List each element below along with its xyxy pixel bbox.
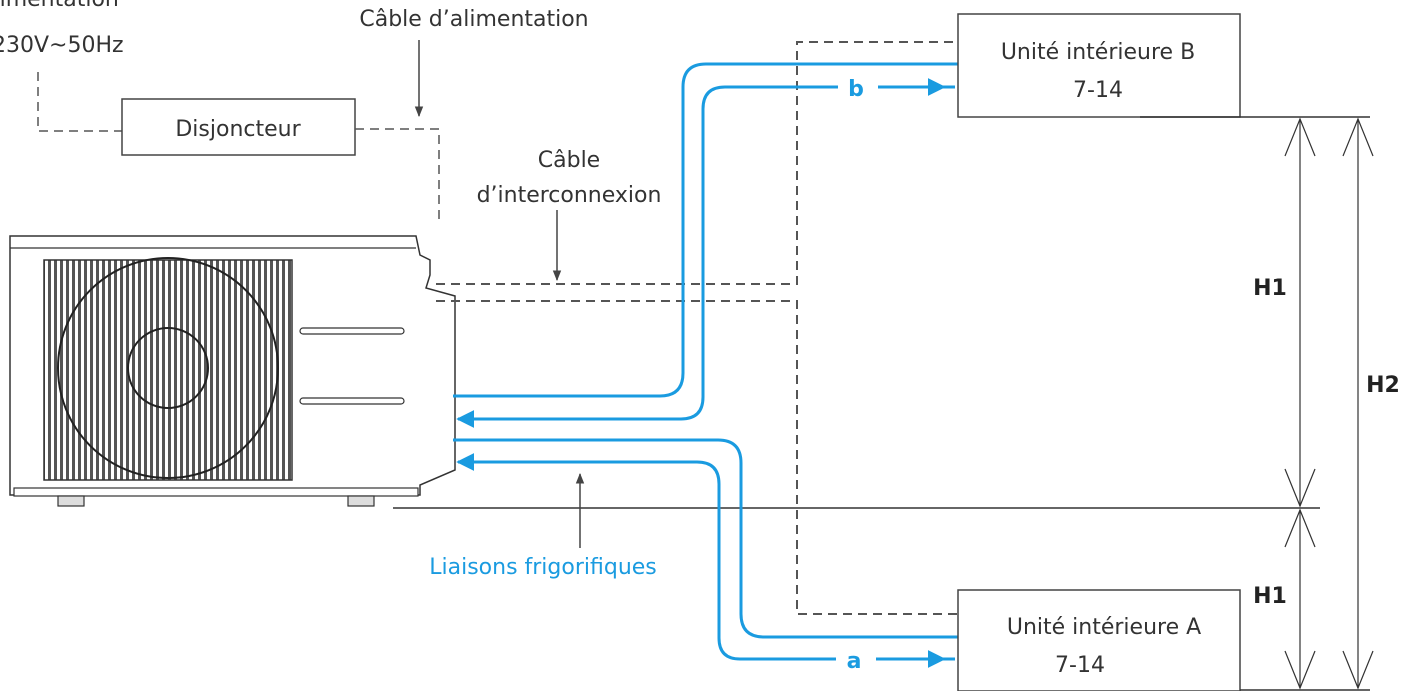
refrigerant-pipe-a-gas	[456, 453, 955, 661]
dimension-h1-lower-label: H1	[1253, 584, 1287, 609]
indoor-unit-a-range: 7-14	[1055, 653, 1105, 678]
fan-grille	[43, 259, 293, 481]
outdoor-foot-right	[347, 495, 375, 507]
breaker-label: Disjoncteur	[175, 117, 301, 142]
refrigerant-pipe-b-liquid	[453, 62, 958, 398]
power-supply-wire	[37, 72, 122, 132]
outdoor-foot-left	[57, 495, 85, 507]
interconnect-cable-b	[436, 41, 958, 285]
pipe-a-label-bg	[836, 643, 876, 673]
indoor-unit-a-name: Unité intérieure A	[1007, 615, 1201, 640]
breaker-box: Disjoncteur	[121, 98, 356, 156]
dimension-h1-upper	[1284, 117, 1316, 508]
indoor-unit-a: Unité intérieure A 7-14	[957, 589, 1241, 691]
svg-text:230V~50Hz: 230V~50Hz	[0, 33, 124, 58]
refrigerant-pipe-a-liquid	[453, 438, 958, 639]
dimension-h1-lower	[1284, 508, 1316, 690]
power-supply-label: alimentation 230V~50Hz	[0, 0, 124, 58]
svg-text:alimentation: alimentation	[0, 0, 119, 12]
refrigerant-label: Liaisons frigorifiques	[429, 555, 657, 580]
indoor-unit-b: Unité intérieure B 7-14	[957, 13, 1241, 118]
interconnect-label-line1: Câble	[538, 148, 600, 173]
indoor-unit-b-name: Unité intérieure B	[1001, 40, 1195, 65]
pipe-b-label-bg	[838, 72, 878, 102]
interconnect-label-line2: d’interconnexion	[477, 183, 662, 208]
dimension-h2	[1342, 117, 1374, 690]
refrigerant-pipe-b-gas	[456, 85, 955, 428]
power-cable-wire	[355, 128, 440, 222]
interconnect-cable-a	[436, 300, 958, 615]
indoor-unit-b-range: 7-14	[1073, 78, 1123, 103]
dimension-h1-upper-label: H1	[1253, 276, 1287, 301]
dimension-h2-label: H2	[1366, 373, 1400, 398]
power-cable-label: Câble d’alimentation	[359, 7, 588, 32]
pipe-b-label: b	[848, 77, 864, 102]
outdoor-unit	[9, 235, 456, 507]
pipe-a-label: a	[847, 649, 862, 674]
